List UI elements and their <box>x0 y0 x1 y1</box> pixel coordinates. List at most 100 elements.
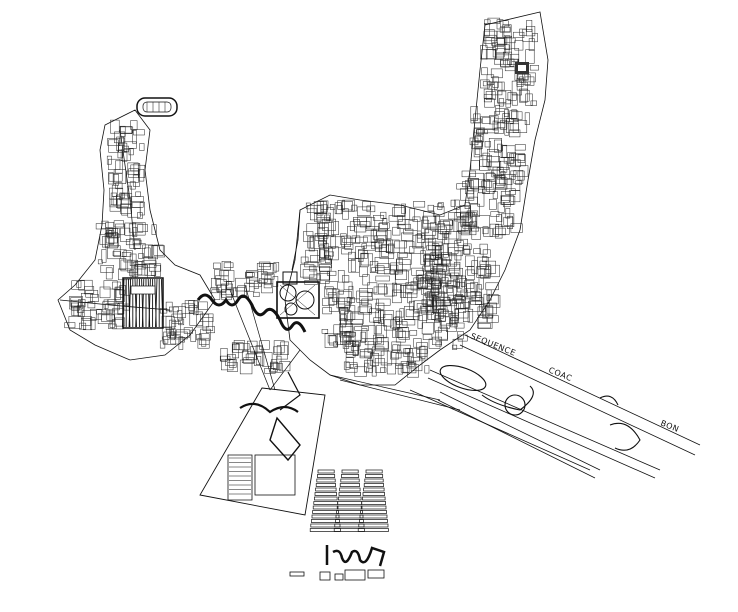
building-block <box>465 180 474 195</box>
building-block <box>417 315 423 329</box>
building-block <box>501 213 515 227</box>
building-block <box>457 334 468 342</box>
building-block <box>77 302 85 317</box>
building-block <box>210 287 219 294</box>
building-block <box>95 223 106 230</box>
building-block <box>385 239 400 253</box>
building-block <box>365 226 380 231</box>
building-block <box>394 240 407 249</box>
building-block <box>320 204 328 213</box>
building-block <box>431 292 439 299</box>
building-block <box>314 233 328 241</box>
building-block <box>117 149 123 159</box>
building-block <box>305 249 318 262</box>
building-block <box>392 282 397 297</box>
building-block <box>485 282 499 291</box>
building-block <box>327 246 339 261</box>
building-block <box>391 341 402 351</box>
building-block <box>456 278 467 293</box>
building-block <box>460 225 471 233</box>
building-block <box>465 269 475 280</box>
building-block <box>378 223 388 231</box>
building-block <box>510 170 517 176</box>
building-block <box>362 274 370 286</box>
building-block <box>510 223 523 233</box>
building-block <box>71 280 85 290</box>
building-block <box>307 235 314 249</box>
building-block <box>473 113 481 123</box>
terrace-step <box>359 514 388 519</box>
building-block <box>87 301 96 309</box>
building-block <box>420 345 426 359</box>
building-block <box>331 221 339 235</box>
building-block <box>407 352 414 363</box>
building-block <box>329 204 336 210</box>
terrace-step <box>363 483 384 487</box>
building-block <box>462 214 477 226</box>
building-block <box>336 297 346 309</box>
terrace-step <box>336 505 363 510</box>
building-block <box>355 236 368 243</box>
building-block <box>417 233 425 243</box>
building-block <box>452 344 458 350</box>
building-block <box>524 112 530 125</box>
building-block <box>392 344 400 353</box>
building-block <box>407 364 419 378</box>
strip-line <box>427 377 656 479</box>
building-block <box>461 229 470 236</box>
building-block <box>503 202 511 208</box>
building-block <box>78 279 93 291</box>
building-block <box>118 142 128 153</box>
building-block <box>425 279 440 290</box>
terrace-step <box>333 528 365 532</box>
label-bon: BON <box>659 419 680 435</box>
building-block <box>348 285 354 299</box>
terrace-step <box>335 519 364 523</box>
building-block <box>319 271 330 284</box>
building-block <box>108 139 119 153</box>
building-block <box>127 185 132 198</box>
building-block <box>161 326 170 340</box>
terrace-step <box>315 487 337 492</box>
building-block <box>456 183 468 190</box>
building-block <box>435 246 441 260</box>
building-block <box>350 259 356 273</box>
building-block <box>484 19 491 25</box>
building-block <box>106 155 112 165</box>
building-block <box>329 335 337 346</box>
building-block <box>369 308 381 323</box>
terrace-step <box>365 474 384 478</box>
building-block <box>127 207 141 218</box>
building-block <box>438 202 444 208</box>
building-block <box>326 288 337 296</box>
strip-line <box>459 344 696 456</box>
hatch-line <box>128 278 132 328</box>
building-block <box>454 296 466 310</box>
building-block <box>374 257 389 268</box>
building-block <box>309 265 317 272</box>
building-block <box>455 294 463 304</box>
building-block <box>393 284 402 293</box>
building-block <box>314 213 322 223</box>
building-block <box>425 275 431 280</box>
building-block <box>101 220 109 229</box>
building-block <box>497 90 512 105</box>
building-block <box>503 216 514 226</box>
building-block <box>110 119 120 134</box>
building-block <box>378 283 387 295</box>
building-block <box>178 318 185 326</box>
building-block <box>379 222 390 229</box>
building-block <box>441 299 452 306</box>
building-block <box>396 223 411 229</box>
building-block <box>409 300 415 311</box>
building-block <box>101 314 115 322</box>
building-block <box>489 198 497 210</box>
building-block <box>227 362 238 372</box>
building-block <box>340 331 352 343</box>
building-block <box>426 271 439 281</box>
strip-line <box>439 391 601 471</box>
building-block <box>258 261 271 268</box>
terrace-step <box>316 478 336 483</box>
building-block <box>478 275 484 290</box>
building-block <box>324 286 334 298</box>
